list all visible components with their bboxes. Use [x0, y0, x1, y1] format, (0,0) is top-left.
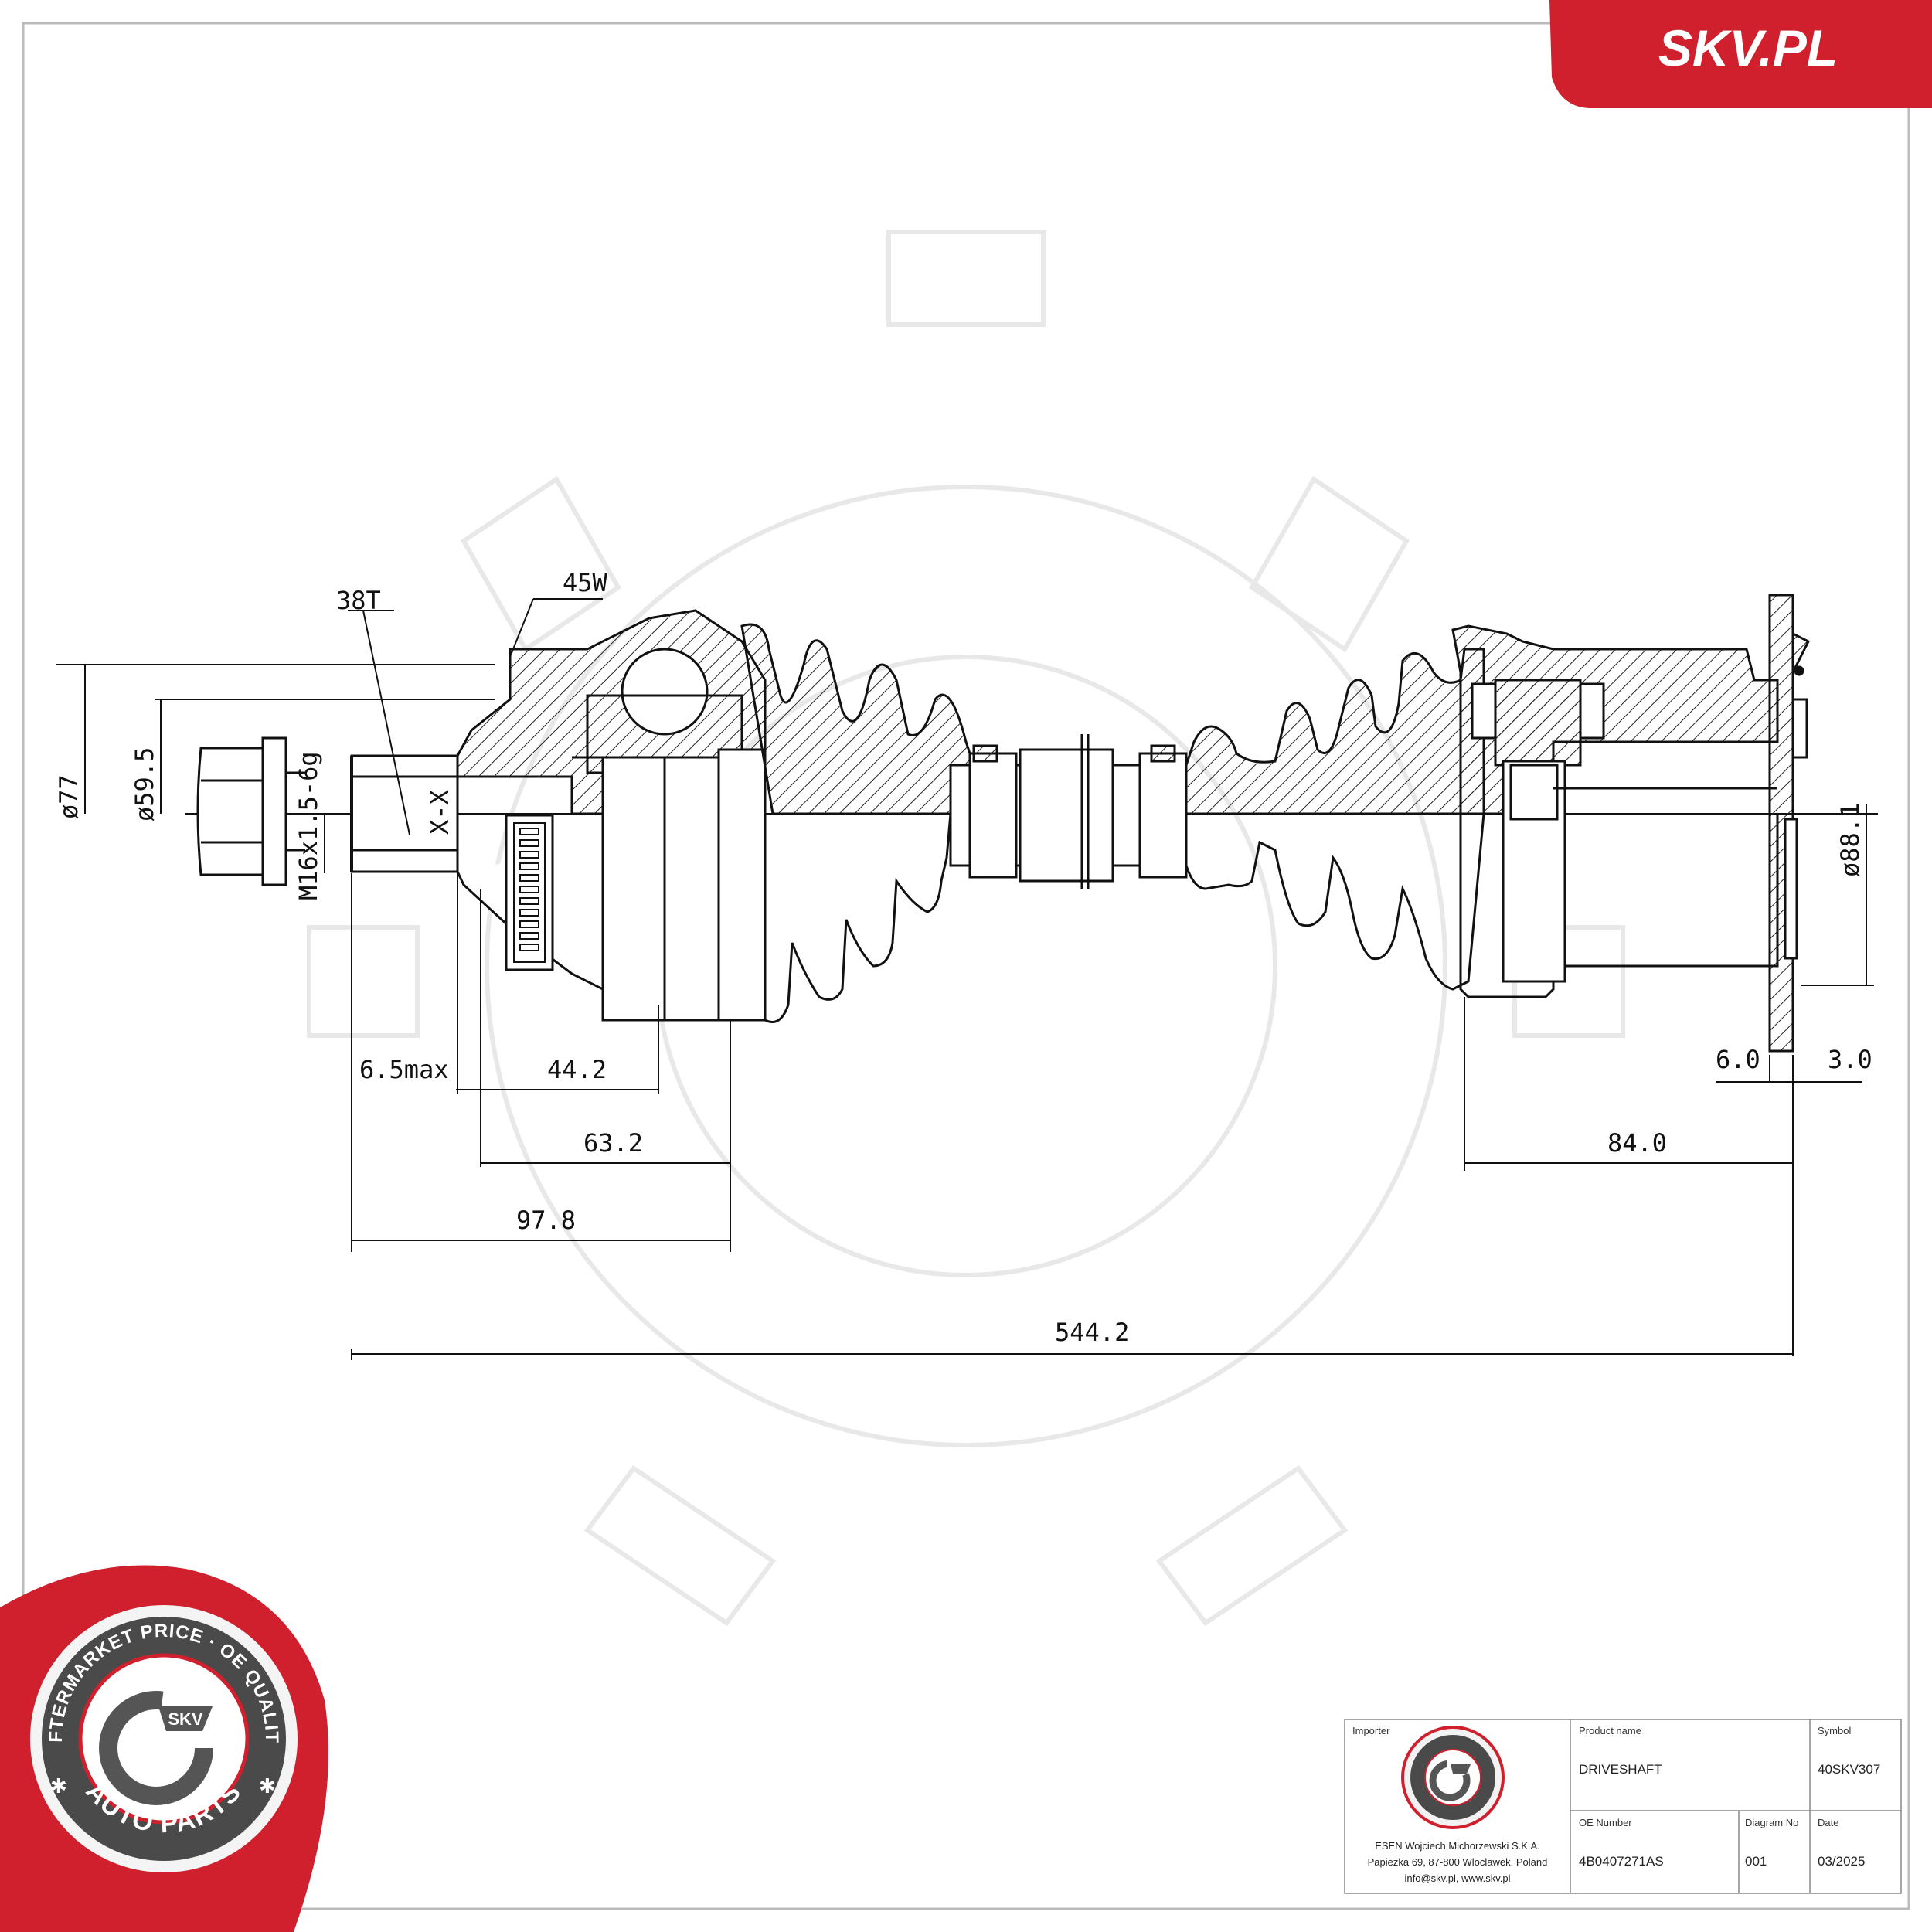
skv-seal: AFTERMARKET PRICE · OE QUALITY AUTO PART…	[0, 0, 328, 1932]
collar-right	[717, 748, 767, 1022]
shaft	[949, 734, 1188, 889]
dim-6-5max: 6.5max	[359, 1055, 449, 1084]
dim-44-2: 44.2	[547, 1055, 607, 1084]
dim-6-0: 6.0	[1716, 1045, 1760, 1074]
importer-line-3: info@skv.pl, www.skv.pl	[1405, 1872, 1511, 1884]
section-mark: X-X	[425, 790, 454, 835]
gear-icon	[99, 1691, 213, 1805]
star-icon: ✱	[50, 1774, 67, 1798]
dim-dia-59-5: ø59.5	[130, 747, 159, 821]
abs-ring	[505, 814, 554, 971]
dim-97-8: 97.8	[516, 1206, 576, 1235]
hex-nut	[196, 736, 305, 886]
importer-logo	[1401, 1726, 1505, 1829]
brand-tab: SKV.PL	[1549, 0, 1932, 108]
importer-line-1: ESEN Wojciech Michorzewski S.K.A.	[1375, 1840, 1540, 1852]
dim-63-2: 63.2	[583, 1128, 643, 1158]
dim-dia-88-1: ø88.1	[1835, 803, 1865, 877]
drawing-frame	[22, 22, 1910, 1910]
dim-spline-count: 38T	[336, 586, 381, 615]
abs-ring-tooth	[519, 932, 539, 940]
abs-ring-tooth	[519, 897, 539, 905]
dimension-lines	[56, 598, 1874, 1360]
date-value: 03/2025	[1818, 1854, 1865, 1869]
flange-plate	[1768, 594, 1811, 1053]
abs-ring-tooth	[519, 874, 539, 882]
abs-ring-tooth	[519, 944, 539, 951]
oe-number-label: OE Number	[1579, 1817, 1632, 1828]
dim-thread: M16x1.5-6g	[294, 751, 323, 900]
driveshaft-drawing	[185, 594, 1878, 1053]
dim-abs-ring: 45W	[563, 568, 608, 597]
outer-boot	[740, 623, 976, 1023]
abs-ring-tooth	[519, 886, 539, 893]
symbol-value: 40SKV307	[1818, 1762, 1880, 1777]
dimension-labels: ø77 ø59.5 M16x1.5-6g X-X 38T 45W ø88.1 6…	[54, 568, 1872, 1347]
diagram-no: 001	[1745, 1854, 1767, 1869]
product-name: DRIVESHAFT	[1579, 1762, 1662, 1777]
importer-line-2: Papiezka 69, 87-800 Wloclawek, Poland	[1368, 1856, 1548, 1868]
abs-ring-tooth	[519, 862, 539, 870]
symbol-label: Symbol	[1818, 1725, 1851, 1736]
seal-center-label: SKV	[168, 1709, 203, 1729]
date-label: Date	[1818, 1817, 1838, 1828]
product-name-label: Product name	[1579, 1725, 1641, 1736]
star-icon: ✱	[259, 1774, 276, 1798]
dim-dia-77: ø77	[54, 774, 83, 819]
title-block: Importer ESEN Wojciech Michorzewski S.K.…	[1344, 1719, 1902, 1894]
dim-3-0: 3.0	[1828, 1045, 1872, 1074]
collar-mid	[663, 756, 720, 1022]
inner-joint-housing	[1451, 624, 1779, 998]
abs-ring-tooth	[519, 851, 539, 859]
dim-84-0: 84.0	[1607, 1128, 1667, 1158]
diagram-no-label: Diagram No	[1745, 1817, 1798, 1828]
watermark-gear	[307, 230, 1625, 1627]
importer-label: Importer	[1352, 1725, 1390, 1736]
abs-ring-tooth	[519, 828, 539, 835]
abs-ring-tooth	[519, 909, 539, 917]
oe-number: 4B0407271AS	[1579, 1854, 1664, 1869]
abs-ring-tooth	[519, 839, 539, 847]
brand-site-label: SKV.PL	[1658, 19, 1838, 77]
inner-boot	[1185, 648, 1485, 991]
abs-ring-tooth	[519, 920, 539, 928]
dim-total-length: 544.2	[1055, 1318, 1129, 1347]
